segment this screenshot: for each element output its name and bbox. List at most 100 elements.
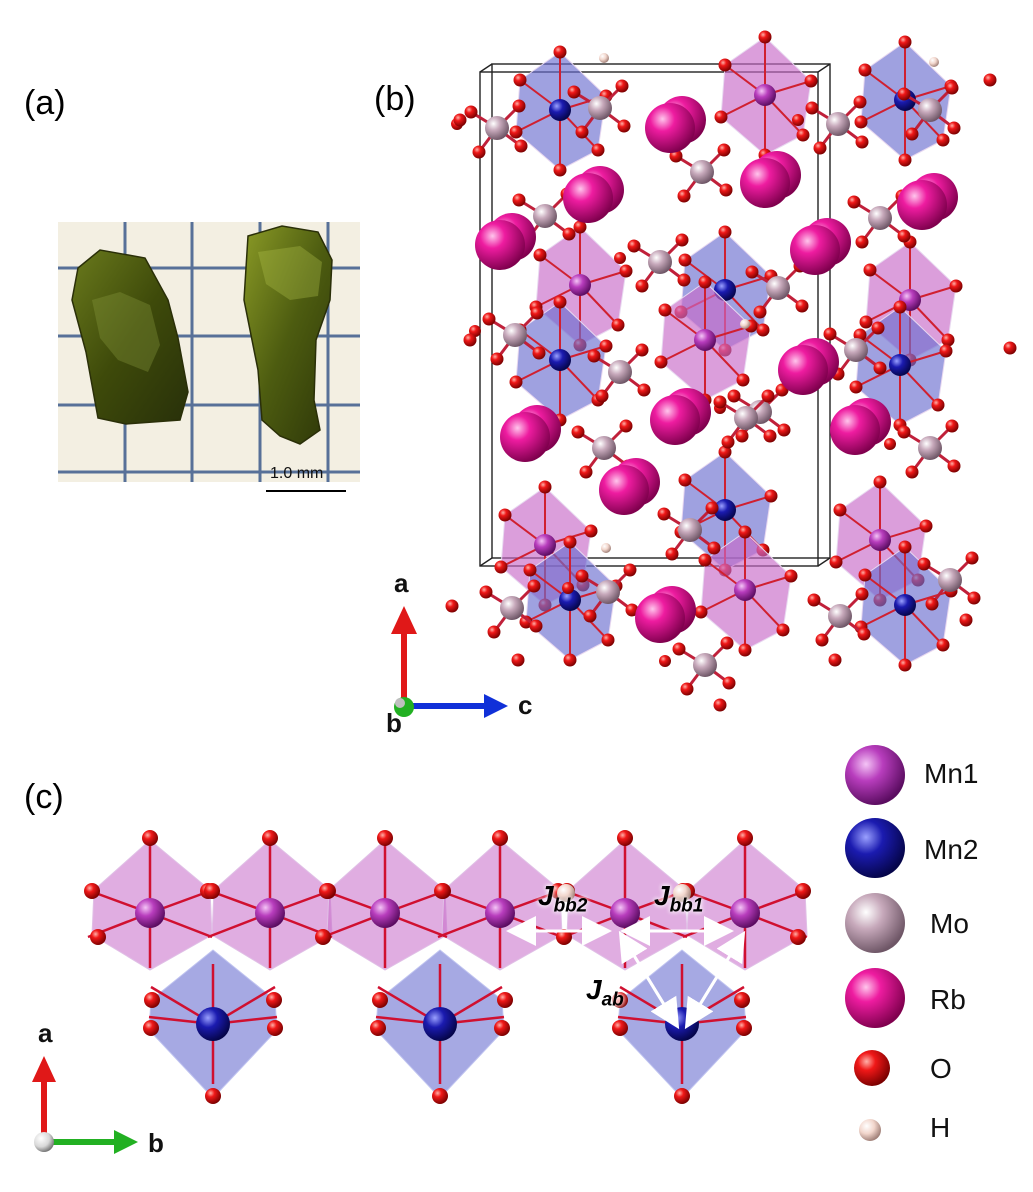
- oxygen-atom: [573, 220, 587, 234]
- exchange-paths: [506, 916, 746, 1030]
- legend-marker-mn1: [845, 745, 905, 805]
- mn2-atom: [559, 589, 581, 611]
- scale-bar-label: 1.0 mm: [270, 465, 324, 482]
- oxygen-atom: [513, 73, 527, 87]
- mn2-atom: [714, 499, 736, 521]
- oxygen-atom: [722, 676, 736, 690]
- legend-marker-mn2: [845, 818, 905, 878]
- oxygen-atom: [945, 419, 959, 433]
- oxygen-atom: [713, 698, 727, 712]
- oxygen-atom: [575, 569, 589, 583]
- hydrogen-atom: [601, 543, 611, 553]
- oxygen-atom: [612, 1020, 628, 1036]
- rb-atom: [599, 465, 649, 515]
- oxygen-atom: [527, 579, 541, 593]
- hydrogen-atom: [557, 884, 575, 902]
- legend-marker-o: [854, 1050, 890, 1086]
- oxygen-atom: [511, 653, 525, 667]
- oxygen-atom: [614, 252, 626, 264]
- oxygen-atom: [813, 141, 827, 155]
- oxygen-atom: [680, 682, 694, 696]
- oxygen-atom: [823, 327, 837, 341]
- rb-atom: [897, 180, 947, 230]
- oxygen-atom: [764, 489, 778, 503]
- mo-atom: [826, 112, 850, 136]
- rb-atom: [778, 345, 828, 395]
- oxygen-atom: [917, 557, 931, 571]
- oxygen-atom: [90, 929, 106, 945]
- oxygen-atom: [777, 423, 791, 437]
- oxygen-atom: [556, 929, 572, 945]
- oxygen-atom: [898, 540, 912, 554]
- oxygen-atom: [815, 633, 829, 647]
- mn2-atom: [549, 349, 571, 371]
- mo-atom: [938, 568, 962, 592]
- oxygen-atom: [627, 239, 641, 253]
- legend-h: H: [930, 1112, 951, 1143]
- mo-atom: [485, 116, 509, 140]
- mo-atom: [588, 96, 612, 120]
- mn1-atom: [534, 534, 556, 556]
- oxygen-atom: [377, 830, 393, 846]
- oxygen-atom: [553, 45, 567, 59]
- oxygen-atom: [698, 553, 712, 567]
- oxygen-atom: [949, 279, 963, 293]
- oxygen-atom: [871, 321, 885, 335]
- mn1-atom: [754, 84, 776, 106]
- oxygen-atom: [694, 605, 708, 619]
- oxygen-atom: [965, 551, 979, 565]
- oxygen-atom: [829, 555, 843, 569]
- oxygen-atom: [575, 125, 589, 139]
- oxygen-atom: [372, 992, 388, 1008]
- label-jbb1: Jbb1: [654, 880, 704, 917]
- oxygen-atom: [936, 638, 950, 652]
- oxygen-atom: [714, 110, 728, 124]
- oxygen-atom: [487, 625, 501, 639]
- mn2-atom: [549, 99, 571, 121]
- mn1-atom: [370, 898, 400, 928]
- oxygen-atom: [514, 139, 528, 153]
- oxygen-atom: [855, 135, 869, 149]
- oxygen-atom: [509, 375, 523, 389]
- oxygen-atom: [532, 346, 546, 360]
- oxygen-atom: [855, 587, 869, 601]
- oxygen-atom: [804, 74, 818, 88]
- unit-cell: [479, 63, 831, 567]
- label-jbb2: Jbb2: [538, 880, 588, 917]
- oxygen-atom: [472, 145, 486, 159]
- oxygen-atom: [615, 79, 629, 93]
- oxygen-atom: [884, 438, 896, 450]
- oxygen-atom: [858, 63, 872, 77]
- oxygen-atom: [807, 593, 821, 607]
- oxygen-atom: [583, 609, 597, 623]
- oxygen-atom: [530, 306, 544, 320]
- rb-atom: [830, 405, 880, 455]
- mn1-atom: [730, 898, 760, 928]
- oxygen-atom: [677, 273, 691, 287]
- mo-atom: [690, 160, 714, 184]
- mn2-atom: [889, 354, 911, 376]
- structure-view-ac: [445, 30, 1017, 712]
- oxygen-atom: [858, 568, 872, 582]
- oxygen-atom: [482, 312, 496, 326]
- oxygen-atom: [434, 883, 450, 899]
- oxygen-atom: [897, 229, 911, 243]
- oxygen-atom: [623, 563, 637, 577]
- mn1-atom: [485, 898, 515, 928]
- oxygen-atom: [562, 227, 576, 241]
- oxygen-atom: [315, 929, 331, 945]
- mn1-atom: [694, 329, 716, 351]
- oxygen-atom: [854, 115, 868, 129]
- hydrogen-atom: [673, 884, 691, 902]
- oxygen-atom: [635, 343, 649, 357]
- oxygen-atom: [718, 225, 732, 239]
- oxygen-atom: [897, 425, 911, 439]
- legend-marker-rb: [845, 968, 905, 1028]
- oxygen-atom: [538, 480, 552, 494]
- oxygen-atom: [319, 883, 335, 899]
- axis-triad-c: [32, 1056, 138, 1154]
- hydrogen-atom: [740, 319, 750, 329]
- mn1-atom: [135, 898, 165, 928]
- oxygen-atom: [941, 333, 955, 347]
- oxygen-atom: [784, 569, 798, 583]
